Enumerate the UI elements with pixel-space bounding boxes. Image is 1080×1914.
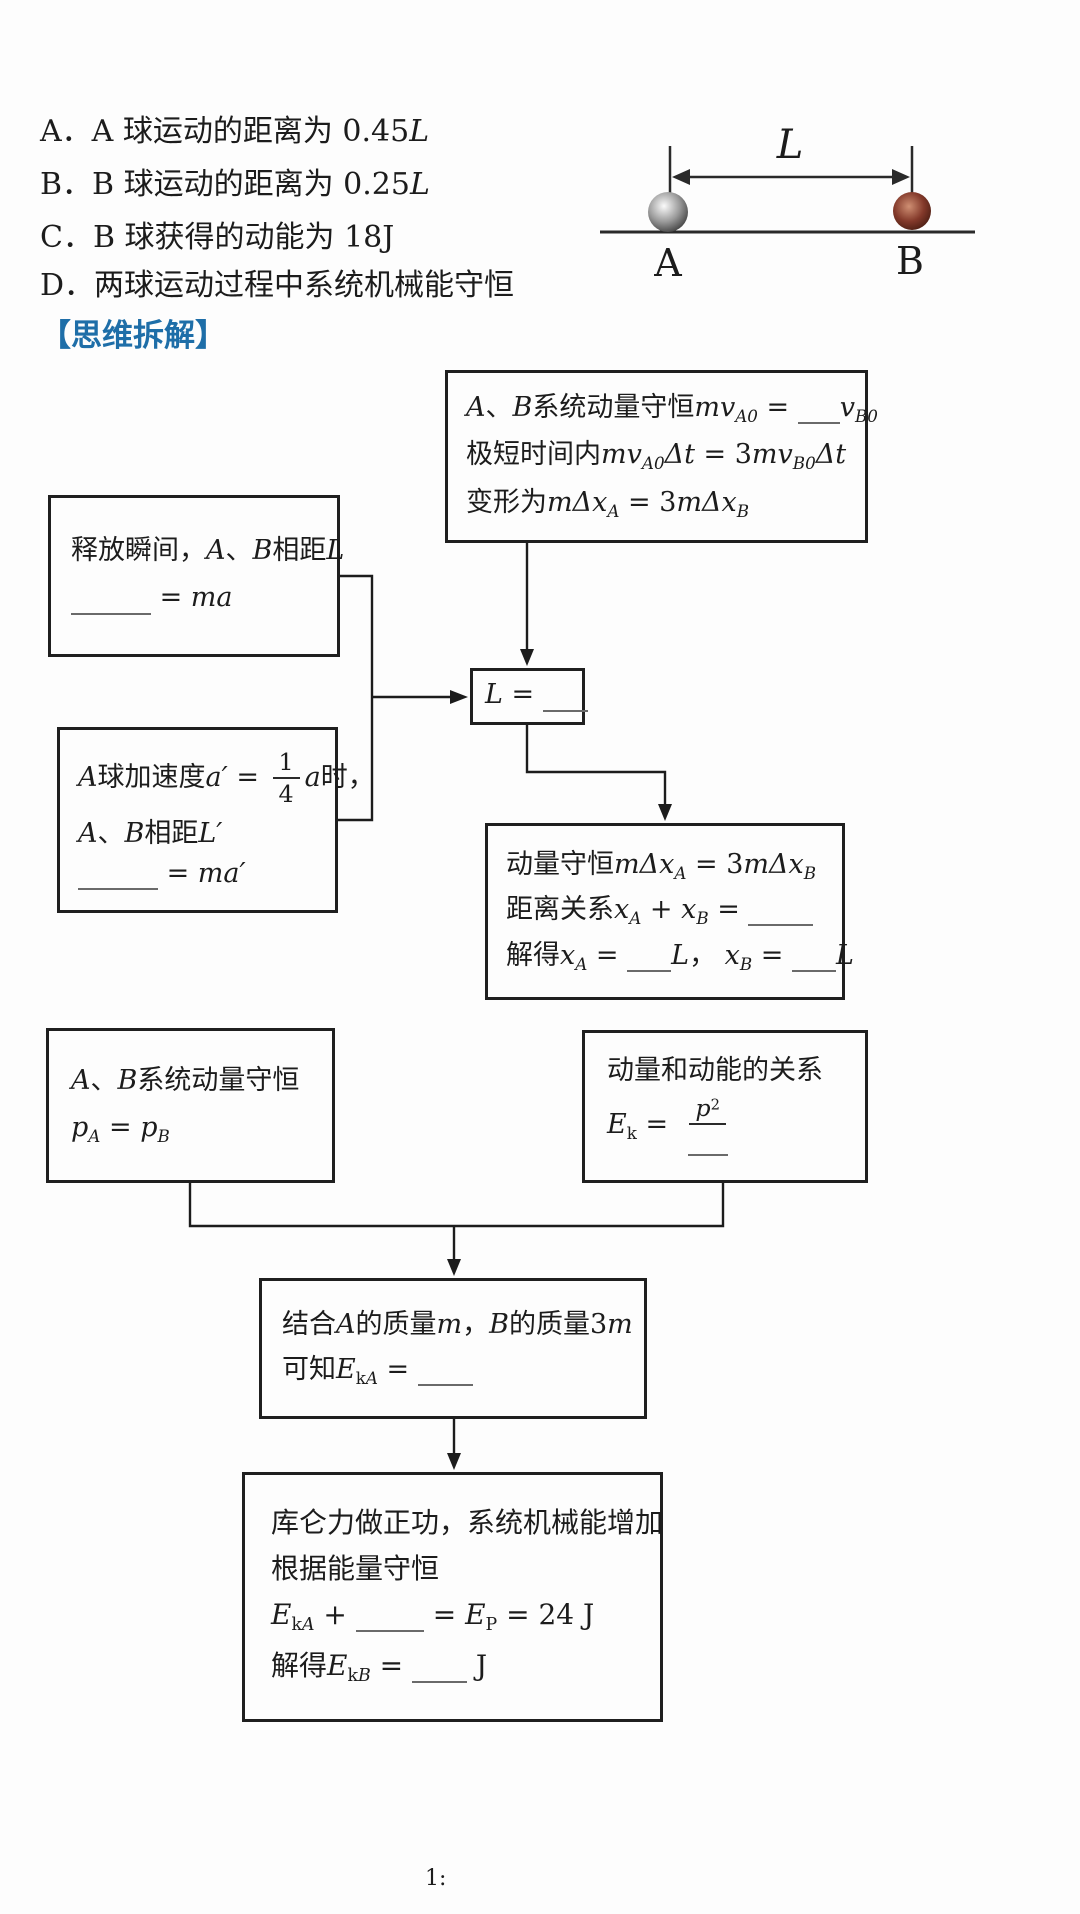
formula-line: 变形为mΔxA = 3mΔxB bbox=[466, 486, 750, 521]
flow-box-momentum-top: A、B系统动量守恒mvA0 = vB0 极短时间内mvA0Δt = 3mvB0Δ… bbox=[445, 370, 878, 543]
arrowhead-right-icon bbox=[892, 169, 910, 185]
balls-distance-diagram: L A B bbox=[600, 122, 975, 285]
option-d: D．两球运动过程中系统机械能守恒 bbox=[40, 268, 515, 303]
formula-line: 根据能量守恒 bbox=[271, 1551, 440, 1585]
formula-line: A、B系统动量守恒mvA0 = vB0 bbox=[466, 391, 878, 426]
formula-line: 解得xA = L， xB = L bbox=[506, 939, 854, 974]
arrowhead-right-icon bbox=[450, 690, 468, 704]
formula-line: 释放瞬间，A、B相距L bbox=[71, 535, 345, 567]
formula-line: L = bbox=[485, 681, 588, 712]
ball-b-label: B bbox=[896, 239, 924, 283]
option-c: C．B 球获得的动能为 18J bbox=[40, 220, 395, 255]
formula-line: = ma bbox=[71, 584, 337, 615]
formula-line: = ma′ bbox=[78, 860, 335, 890]
arrowhead-down-icon bbox=[658, 804, 672, 821]
connector-distance-to-momentum bbox=[525, 725, 667, 806]
formula-line: 动量和动能的关系 bbox=[607, 1055, 823, 1087]
arrowhead-down-icon bbox=[447, 1259, 461, 1276]
flow-box-distance: L = bbox=[470, 668, 588, 725]
formula-line: Ek = p2 bbox=[607, 1096, 865, 1156]
formula-line: 解得EkB = J bbox=[271, 1649, 488, 1687]
connector-junction bbox=[188, 1183, 725, 1228]
flow-box-release: 释放瞬间，A、B相距L = ma bbox=[48, 495, 345, 657]
formula-line: 可知EkA = bbox=[282, 1356, 644, 1387]
formula-line: A、B系统动量守恒 bbox=[71, 1064, 300, 1096]
flow-box-momentum-displacement: 动量守恒mΔxA = 3mΔxB 距离关系xA + xB = 解得xA = L，… bbox=[485, 823, 854, 1000]
arrowhead-down-icon bbox=[447, 1453, 461, 1470]
distance-label: L bbox=[776, 122, 804, 168]
option-a: A．A 球运动的距离为 0.45L bbox=[40, 114, 430, 149]
flow-box-mass-combine: 结合A的质量m，B的质量3m 可知EkA = bbox=[259, 1278, 647, 1419]
ball-a bbox=[648, 192, 688, 232]
flow-box-energy-conservation: 库仑力做正功，系统机械能增加 根据能量守恒 EkA + = EP = 24 J … bbox=[242, 1472, 663, 1722]
formula-line: EkA + = EP = 24 J bbox=[271, 1597, 595, 1635]
formula-line: 距离关系xA + xB = bbox=[506, 896, 842, 927]
arrowhead-left-icon bbox=[672, 169, 690, 185]
flow-box-momentum-equal: A、B系统动量守恒 pA = pB bbox=[46, 1028, 335, 1183]
page-number: 1: bbox=[425, 1866, 447, 1891]
formula-line: 动量守恒mΔxA = 3mΔxB bbox=[506, 848, 817, 883]
formula-line: 极短时间内mvA0Δt = 3mvB0Δt bbox=[466, 439, 847, 474]
formula-line: 结合A的质量m，B的质量3m bbox=[282, 1308, 633, 1340]
formula-line: 库仑力做正功，系统机械能增加 bbox=[271, 1505, 664, 1539]
formula-line: A、B相距L′ bbox=[78, 817, 223, 849]
ball-b bbox=[893, 192, 931, 230]
option-b: B．B 球运动的距离为 0.25L bbox=[40, 167, 430, 202]
flow-box-kinetic-relation: 动量和动能的关系 Ek = p2 bbox=[582, 1030, 868, 1183]
arrowhead-down-icon bbox=[520, 649, 534, 666]
formula-line: pA = pB bbox=[71, 1111, 170, 1146]
ball-a-label: A bbox=[653, 241, 682, 285]
section-header: 【思维拆解】 bbox=[40, 318, 226, 354]
